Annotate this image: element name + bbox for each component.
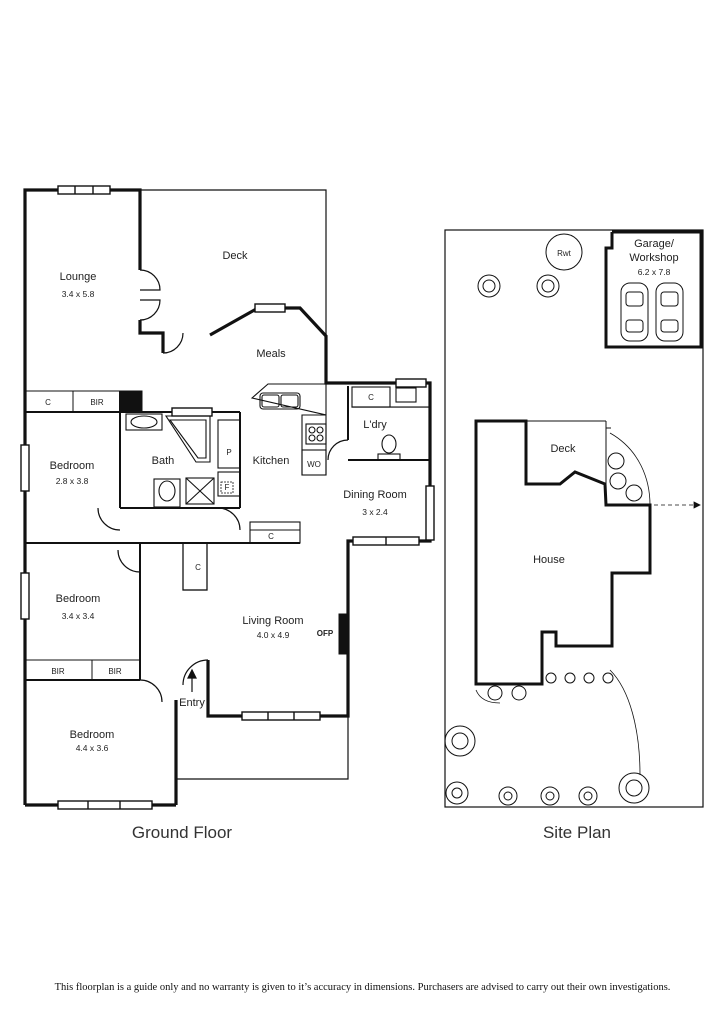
thin-outlines xyxy=(140,189,431,780)
kitchen-label: Kitchen xyxy=(253,455,290,467)
cars xyxy=(620,282,684,342)
doors xyxy=(97,269,349,703)
laundry-label: L'dry xyxy=(363,419,387,431)
ground-floor-labels: Lounge 3.4 x 5.8 Deck Meals Bedroom 2.8 … xyxy=(45,250,407,842)
entry-label: Entry xyxy=(179,697,205,709)
fridge-space xyxy=(220,481,234,494)
site-boundary xyxy=(444,229,704,808)
hall-closet-label: C xyxy=(195,563,201,572)
living-dims: 4.0 x 4.9 xyxy=(257,630,290,640)
entry-arrow xyxy=(187,668,197,692)
dining-dims: 3 x 2.4 xyxy=(362,507,388,517)
bedroom1-label: Bedroom xyxy=(50,460,95,472)
house-outline xyxy=(474,419,652,686)
closet-label: C xyxy=(45,398,51,407)
living-label: Living Room xyxy=(242,615,303,627)
bedroom2-label: Bedroom xyxy=(56,593,101,605)
pantry-label: P xyxy=(226,448,231,457)
dining-label: Dining Room xyxy=(343,489,407,501)
bir-left-label: BIR xyxy=(51,667,65,676)
bir-right-label: BIR xyxy=(108,667,122,676)
garage-label-line2: Workshop xyxy=(629,252,678,264)
garage-outline xyxy=(604,230,703,349)
bedroom3-dims: 4.4 x 3.6 xyxy=(76,743,109,753)
windows xyxy=(20,185,435,810)
bedroom2-dims: 3.4 x 3.4 xyxy=(62,611,95,621)
bedroom1-dims: 2.8 x 3.8 xyxy=(56,476,89,486)
laundry-fixtures xyxy=(351,386,431,461)
bath-label: Bath xyxy=(152,455,175,467)
lounge-label: Lounge xyxy=(60,271,97,283)
site-deck-label: Deck xyxy=(550,443,576,455)
site-arrow xyxy=(654,501,701,509)
garage-label-line1: Garage/ xyxy=(634,238,675,250)
bedroom3-label: Bedroom xyxy=(70,729,115,741)
ground-floor-title: Ground Floor xyxy=(132,823,232,842)
house-label: House xyxy=(533,554,565,566)
kitchen-bench-closet-label: C xyxy=(268,532,274,541)
kitchen-fixtures xyxy=(182,383,327,591)
rain-water-tank xyxy=(545,233,583,271)
lounge-dims: 3.4 x 5.8 xyxy=(62,289,95,299)
site-plan xyxy=(444,229,704,808)
laundry-closet-label: C xyxy=(368,393,374,402)
garage-dims: 6.2 x 7.8 xyxy=(638,267,671,277)
meals-label: Meals xyxy=(256,348,286,360)
bir-band-top xyxy=(24,390,143,413)
bath-fixtures xyxy=(125,413,215,508)
site-plan-labels: Rwt Garage/ Workshop 6.2 x 7.8 Deck Hous… xyxy=(533,238,679,842)
wall-oven-label: WO xyxy=(307,460,321,469)
fridge-label: F xyxy=(225,483,230,492)
bir-label: BIR xyxy=(90,398,104,407)
disclaimer-text: This floorplan is a guide only and no wa… xyxy=(54,982,671,993)
deck-label: Deck xyxy=(222,250,248,262)
trees xyxy=(444,274,650,806)
fireplace xyxy=(338,613,349,655)
ground-floor-plan xyxy=(20,185,435,810)
rwt-label: Rwt xyxy=(557,249,572,258)
open-fireplace-label: OFP xyxy=(317,629,334,638)
site-plan-title: Site Plan xyxy=(543,823,611,842)
bir-band-bottom xyxy=(24,659,141,681)
